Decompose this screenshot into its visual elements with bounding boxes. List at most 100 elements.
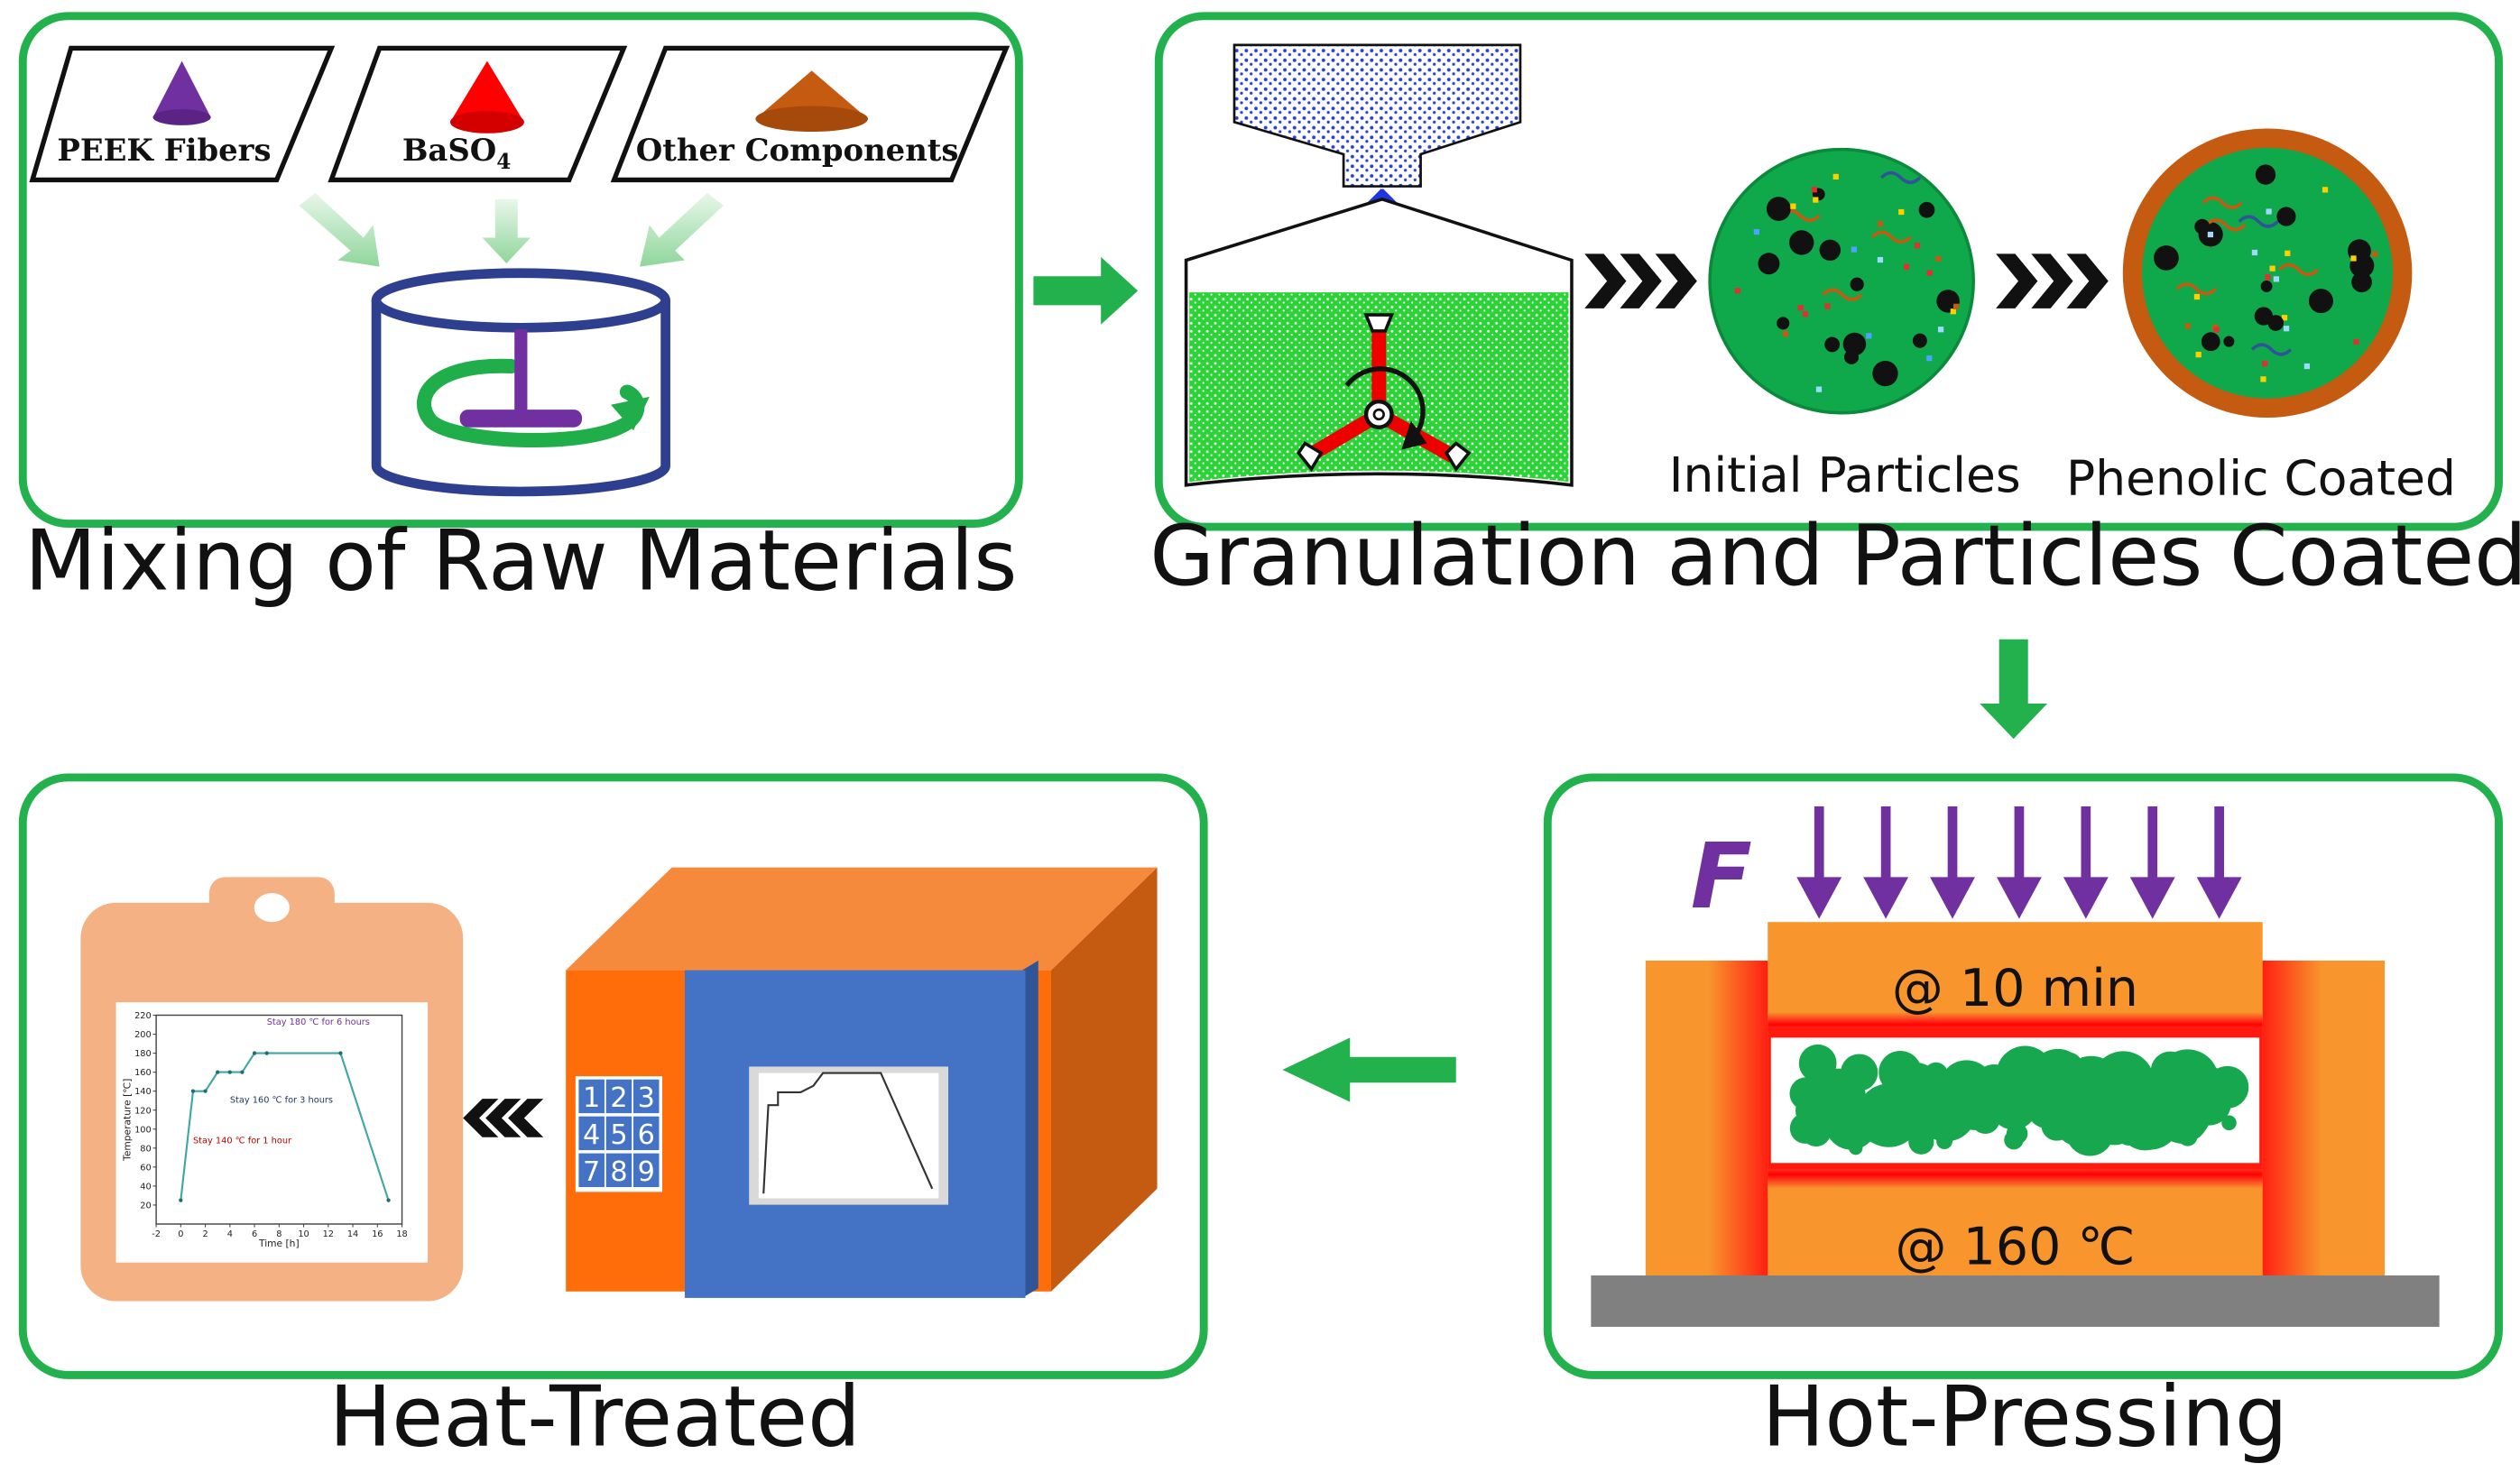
temperature-point <box>216 1070 220 1074</box>
y-tick-label: 220 <box>134 1011 152 1021</box>
y-tick-label: 160 <box>134 1068 152 1078</box>
filler-dot <box>2195 352 2202 358</box>
filler-dot <box>2273 276 2280 282</box>
oven-top <box>566 867 1158 971</box>
initial-particles-label: Initial Particles <box>1669 447 2021 503</box>
other-components-cone-base <box>755 106 868 133</box>
x-axis-label: Time [h] <box>258 1238 300 1249</box>
flow-arrow-mixing-to-granulation <box>1033 256 1139 325</box>
force-arrow-shaft <box>2081 806 2091 890</box>
fiber-strand <box>1822 288 1863 301</box>
temperature-point <box>240 1070 245 1074</box>
mixing-vessel <box>371 268 670 497</box>
fiber-strand <box>2202 196 2243 209</box>
chart-annotation: Stay 180 ℃ for 6 hours <box>267 1017 370 1027</box>
keypad-key-label: 2 <box>610 1082 627 1114</box>
force-arrowhead <box>2129 877 2175 919</box>
baso4-label-subscript: 4 <box>496 150 511 174</box>
particle-inclusions <box>1734 170 1960 392</box>
keypad-key[interactable] <box>578 1153 605 1188</box>
peek-fibers-cone-icon <box>152 60 211 117</box>
fiber-strand <box>2205 218 2247 232</box>
keypad-key[interactable] <box>632 1116 660 1151</box>
temperature-point <box>338 1051 343 1055</box>
peek-fibers-card: PEEK Fibers <box>29 45 336 183</box>
filler-dot <box>2303 363 2311 370</box>
filler-dot <box>1753 228 1760 235</box>
dark-inclusion <box>2276 207 2296 226</box>
dark-inclusion <box>2154 245 2179 271</box>
dark-inclusion <box>1850 277 1864 291</box>
keypad-key[interactable] <box>605 1116 632 1151</box>
temperature-point <box>252 1051 257 1055</box>
filler-dot <box>2266 208 2272 215</box>
peek-fibers-label: PEEK Fibers <box>57 132 271 168</box>
feed-hopper <box>1232 43 1522 188</box>
filler-dot <box>2184 323 2191 329</box>
keypad-key[interactable] <box>578 1079 605 1114</box>
keypad-key-label: 9 <box>638 1156 655 1188</box>
dark-inclusion <box>2223 336 2235 347</box>
force-arrowhead <box>2063 877 2109 919</box>
filler-dot <box>1914 243 1920 249</box>
baso4-cone-base <box>449 110 524 133</box>
filler-dot <box>2207 231 2214 238</box>
stirrer-blade <box>459 410 582 428</box>
baso4-card: BaSO4 <box>328 45 628 183</box>
x-tick-label: 8 <box>276 1229 282 1239</box>
fiber-strand <box>2250 343 2293 356</box>
pressed-particles <box>1789 1044 2249 1156</box>
chevrons-to-clipboard <box>463 1099 544 1137</box>
chart-annotation: Stay 160 ℃ for 3 hours <box>230 1095 333 1105</box>
baso4-label-main: BaSO <box>402 132 496 168</box>
dark-inclusion <box>2255 164 2276 185</box>
y-tick-label: 80 <box>140 1144 151 1154</box>
hot-pressing-caption: Hot-Pressing <box>1762 1368 2288 1466</box>
x-tick-label: 4 <box>227 1229 233 1239</box>
force-arrow-shaft <box>1880 806 1891 890</box>
force-arrowhead <box>1863 877 1909 919</box>
force-arrow-shaft <box>1947 806 1958 890</box>
hot-press <box>1591 922 2440 1327</box>
filler-dot <box>1734 288 1740 294</box>
force-arrowhead <box>1997 877 2042 919</box>
feed-arrow-middle <box>482 198 531 264</box>
dark-inclusion <box>2308 289 2333 314</box>
filler-dot <box>1815 386 1823 392</box>
dark-inclusion <box>1824 336 1841 353</box>
mixing-caption: Mixing of Raw Materials <box>24 512 1017 610</box>
keypad-key-label: 7 <box>583 1156 600 1188</box>
press-left-wall <box>1645 960 1771 1279</box>
keypad-key[interactable] <box>632 1079 660 1114</box>
fiber-strand <box>2175 282 2217 296</box>
filler-dot <box>2265 274 2271 281</box>
pressed-particle <box>2221 1115 2237 1131</box>
filler-dot <box>2260 376 2266 382</box>
filler-dot <box>1851 246 1858 253</box>
keypad-key-label: 8 <box>610 1156 627 1188</box>
pressed-particle <box>1963 1090 1980 1106</box>
pressed-particle <box>1824 1097 1878 1150</box>
keypad-key[interactable] <box>578 1116 605 1151</box>
force-arrow-shaft <box>2014 806 2025 890</box>
temperature-point <box>227 1070 232 1074</box>
chart-annotation: Stay 140 ℃ for 1 hour <box>193 1137 292 1146</box>
y-tick-label: 120 <box>134 1106 152 1116</box>
keypad-key[interactable] <box>632 1153 660 1188</box>
stir-swirl-arrowhead <box>611 396 650 431</box>
baso4-label: BaSO4 <box>402 132 512 174</box>
stirrer-shaft <box>514 329 528 419</box>
flow-arrow-granulation-to-pressing <box>1980 639 2048 740</box>
chevrons-to-initial-particles <box>1584 253 1697 308</box>
filler-dot <box>2262 361 2268 367</box>
feed-arrow-right <box>640 192 724 267</box>
keypad-key[interactable] <box>605 1079 632 1114</box>
force-arrowhead <box>1930 877 1975 919</box>
filler-dot <box>2371 251 2378 257</box>
filler-dot <box>1950 308 1956 315</box>
filler-dot <box>2281 315 2288 321</box>
filler-dot <box>1935 255 1942 262</box>
force-arrow-shaft <box>2147 806 2158 890</box>
keypad-key[interactable] <box>605 1153 632 1188</box>
filler-dot <box>2350 255 2357 262</box>
